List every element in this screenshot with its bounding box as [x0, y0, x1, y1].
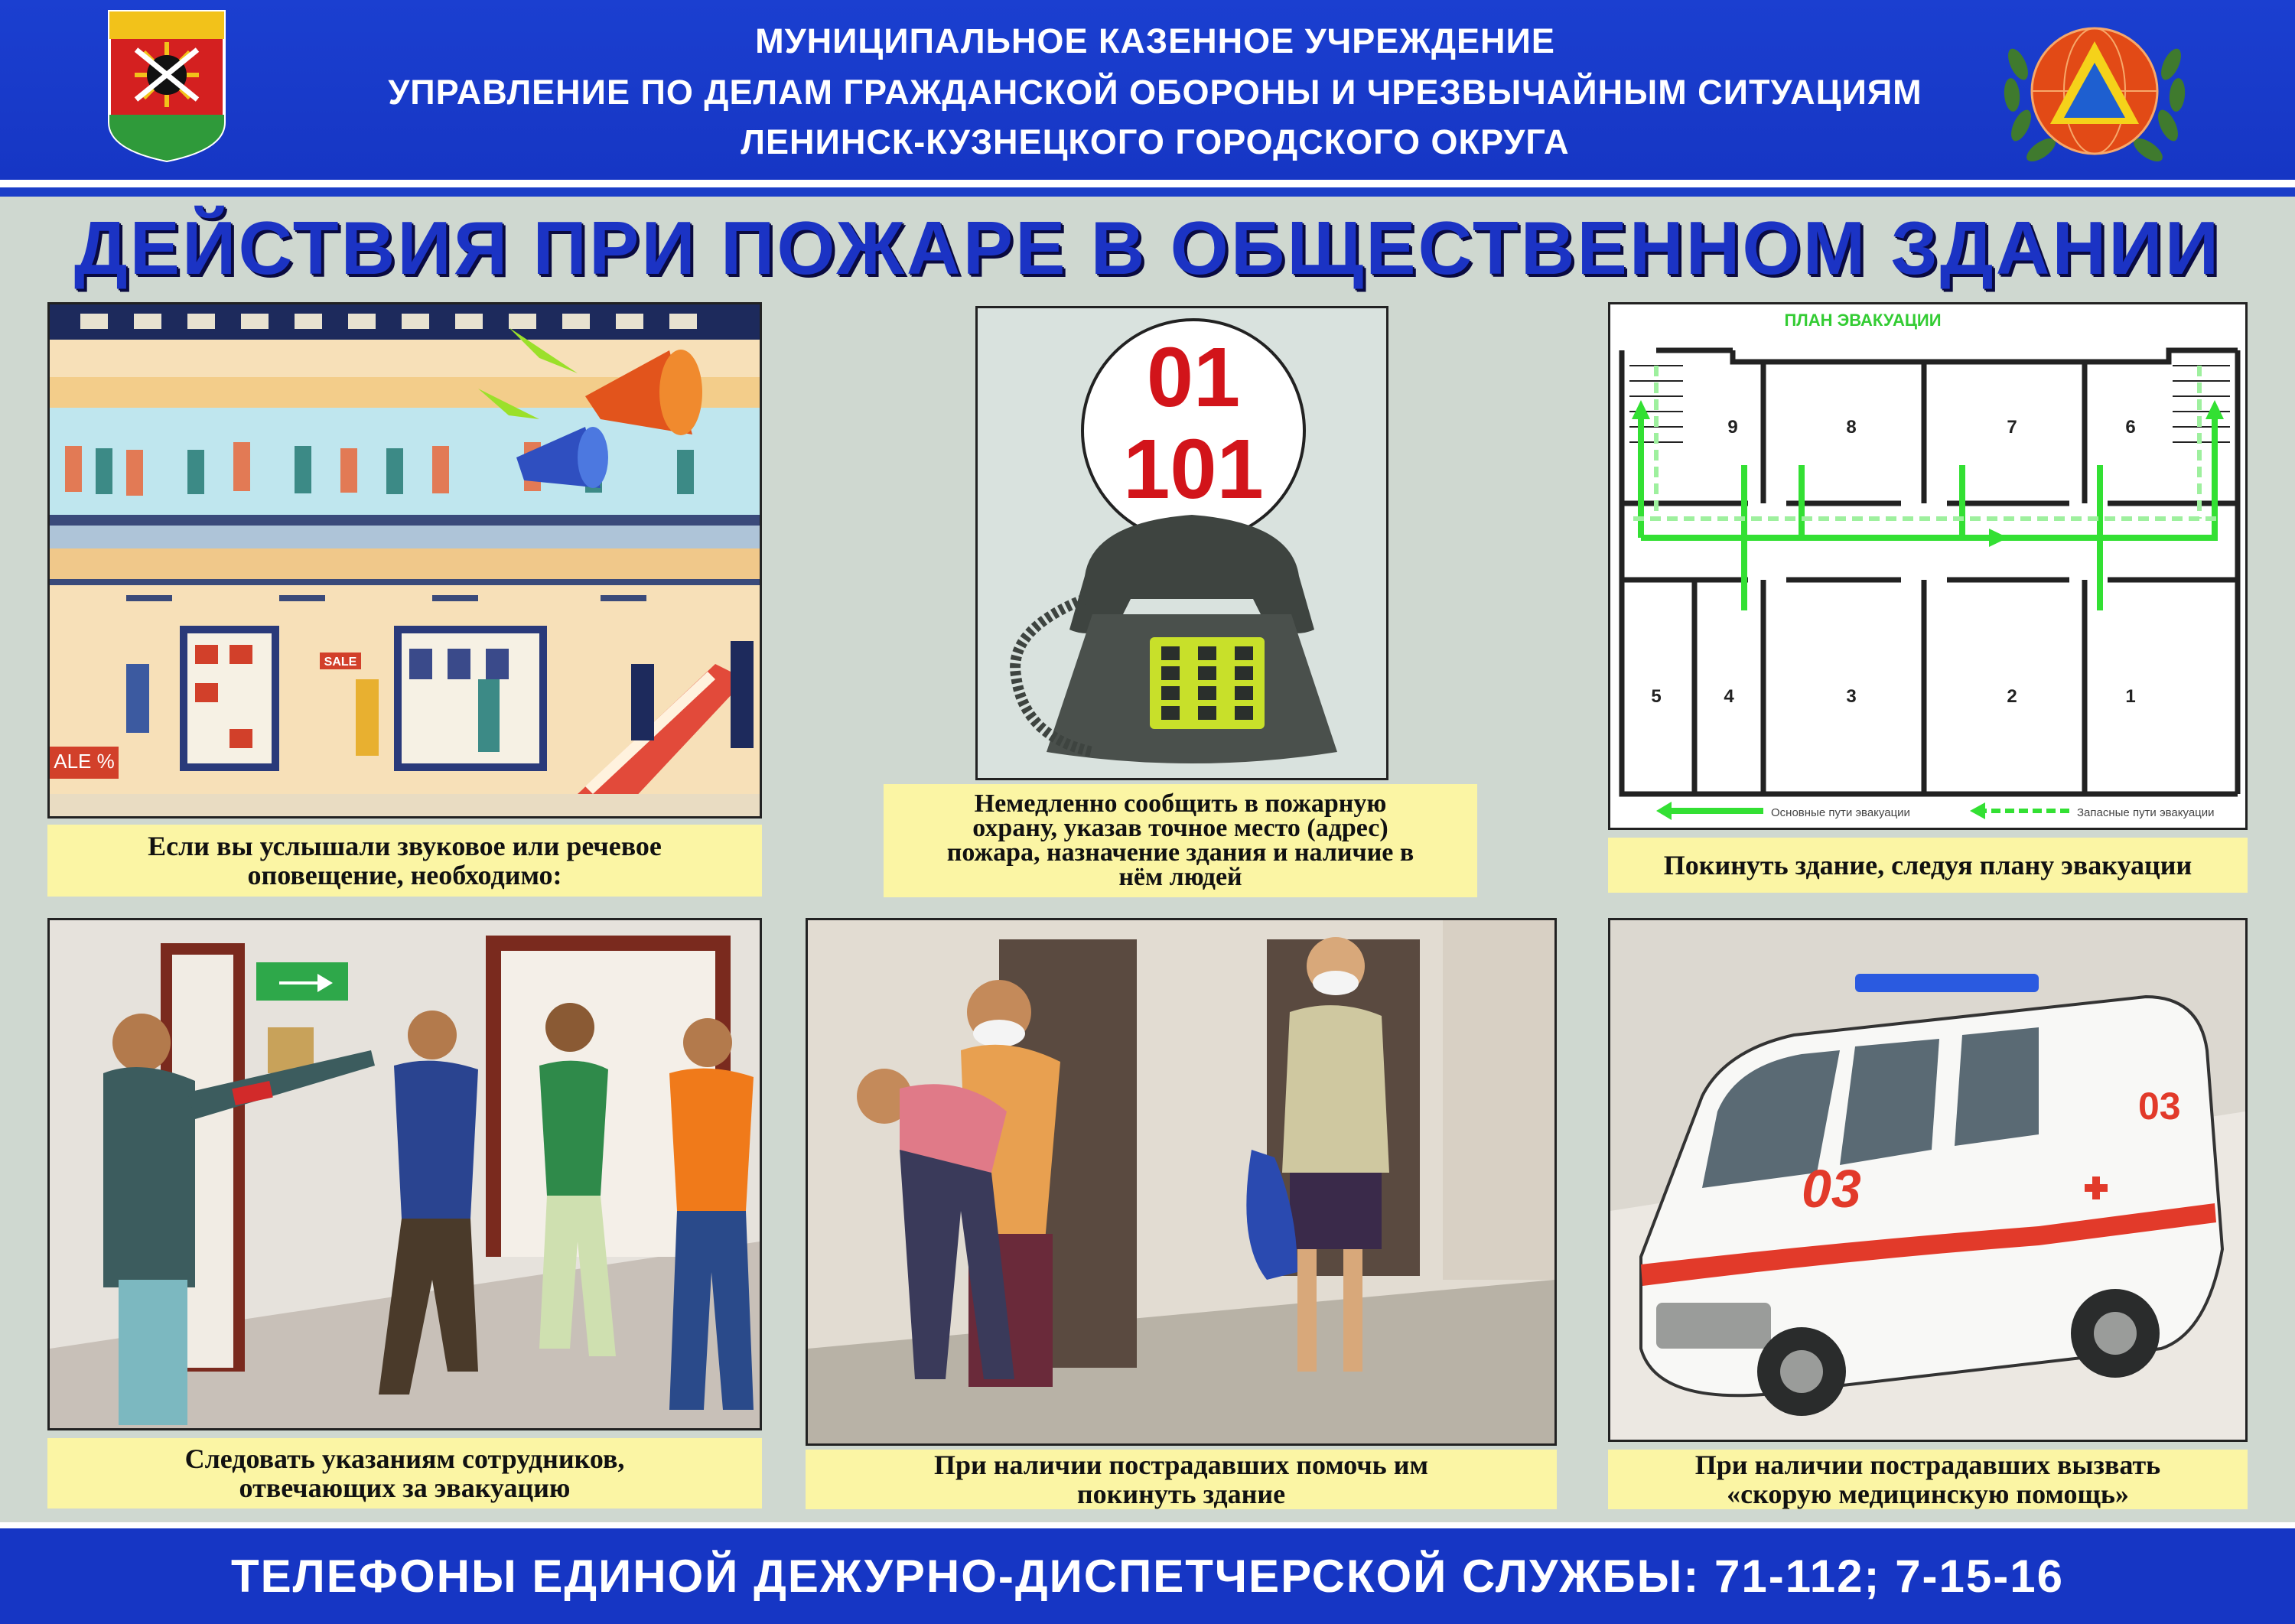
header-divider: [0, 180, 2295, 187]
reserve-evacuation-routes: [1633, 366, 2222, 521]
room-7: 7: [2007, 417, 2017, 438]
caption-help-victim: При наличии пострадавших помочь им покин…: [806, 1450, 1557, 1509]
caption-help-line-1: При наличии пострадавших помочь им: [934, 1450, 1428, 1480]
caption-alarm-line-1: Если вы услышали звуковое или речевое: [148, 831, 662, 861]
caption-follow-staff: Следовать указаниям сотрудников, отвечаю…: [47, 1438, 762, 1508]
org-name-line-2: УПРАВЛЕНИЕ ПО ДЕЛАМ ГРАЖДАНСКОЙ ОБОРОНЫ …: [388, 73, 1922, 112]
ambulance-scene: 03 03: [1610, 920, 2245, 1440]
staff-directing-scene: [50, 920, 760, 1428]
legend-reserve-routes: Запасные пути эвакуации: [2077, 806, 2215, 819]
helping-victim-scene: [808, 920, 1554, 1443]
staff-directing-evacuation-illustration: [47, 918, 762, 1430]
ambulance-number-rear: 03: [2138, 1085, 2181, 1128]
caption-plan-line-1: Покинуть здание, следуя плану эвакуации: [1663, 850, 2192, 880]
room-8: 8: [1846, 417, 1856, 438]
mall-alarm-illustration: SALE ALE %: [47, 302, 762, 819]
room-2: 2: [2007, 686, 2017, 707]
room-3: 3: [1846, 686, 1856, 707]
org-name-line-3: ЛЕНИНСК-КУЗНЕЦКОГО ГОРОДСКОГО ОКРУГА: [741, 122, 1570, 161]
caption-call-line-4: нём людей: [1118, 863, 1242, 891]
org-name-line-1: МУНИЦИПАЛЬНОЕ КАЗЕННОЕ УЧРЕЖДЕНИЕ: [755, 21, 1555, 60]
evacuation-plan: ПЛАН ЭВАКУАЦИИ 9 8 7 6 5 4 3 2 1: [1608, 302, 2248, 830]
fire-phone-number-2: 101: [1123, 422, 1264, 516]
header-divider-blue: [0, 187, 2295, 197]
caption-help-line-2: покинуть здание: [1076, 1479, 1286, 1509]
footer-bar: ТЕЛЕФОНЫ ЕДИНОЙ ДЕЖУРНО-ДИСПЕТЧЕРСКОЙ СЛ…: [0, 1522, 2295, 1624]
caption-ambulance-line-2: «скорую медицинскую помощь»: [1727, 1479, 2129, 1509]
caption-evacuation-plan: Покинуть здание, следуя плану эвакуации: [1608, 838, 2248, 893]
room-6: 6: [2125, 417, 2135, 438]
evacuation-plan-drawing: ПЛАН ЭВАКУАЦИИ 9 8 7 6 5 4 3 2 1: [1610, 304, 2245, 828]
caption-staff-line-1: Следовать указаниям сотрудников,: [184, 1443, 625, 1474]
ambulance-illustration: 03 03: [1608, 918, 2248, 1442]
mall-alarm-scene: SALE ALE %: [50, 304, 760, 816]
caption-call-line-2: охрану, указав точное место (адрес): [972, 814, 1388, 842]
sale-sign: SALE: [324, 656, 357, 669]
caption-alarm: Если вы услышали звуковое или речевое оп…: [47, 825, 762, 897]
dispatch-phones: ТЕЛЕФОНЫ ЕДИНОЙ ДЕЖУРНО-ДИСПЕТЧЕРСКОЙ СЛ…: [231, 1551, 2064, 1602]
room-1: 1: [2125, 686, 2135, 707]
caption-alarm-line-2: оповещение, необходимо:: [247, 860, 562, 890]
civil-defense-emblem-icon: [2004, 27, 2186, 162]
poster-title: ДЕЙСТВИЯ ПРИ ПОЖАРЕ В ОБЩЕСТВЕННОМ ЗДАНИ…: [73, 206, 2222, 290]
caption-call-line-1: Немедленно сообщить в пожарную: [974, 789, 1387, 818]
telephone-scene: 01 101: [978, 308, 1386, 778]
caption-ambulance-line-1: При наличии пострадавших вызвать: [1694, 1450, 2161, 1480]
main-evacuation-routes: [1638, 412, 2218, 610]
room-9: 9: [1727, 417, 1737, 438]
ambulance-number-side: 03: [1802, 1159, 1861, 1219]
sale-banner: ALE %: [54, 750, 115, 773]
caption-call-line-3: пожара, назначение здания и наличие в: [946, 838, 1414, 867]
helping-victim-illustration: [806, 918, 1557, 1446]
room-5: 5: [1651, 686, 1661, 707]
caption-call-ambulance: При наличии пострадавших вызвать «скорую…: [1608, 1450, 2248, 1509]
fire-phone-number-1: 01: [1147, 330, 1240, 425]
room-4: 4: [1724, 686, 1734, 707]
legend-main-routes: Основные пути эвакуации: [1771, 806, 1910, 819]
header-bar: МУНИЦИПАЛЬНОЕ КАЗЕННОЕ УЧРЕЖДЕНИЕ УПРАВЛ…: [0, 0, 2295, 180]
plan-title: ПЛАН ЭВАКУАЦИИ: [1784, 311, 1941, 330]
caption-staff-line-2: отвечающих за эвакуацию: [239, 1473, 571, 1503]
telephone-illustration: 01 101: [975, 306, 1388, 780]
city-coat-of-arms-icon: [108, 10, 226, 163]
caption-call-fire: Немедленно сообщить в пожарную охрану, у…: [884, 784, 1477, 897]
